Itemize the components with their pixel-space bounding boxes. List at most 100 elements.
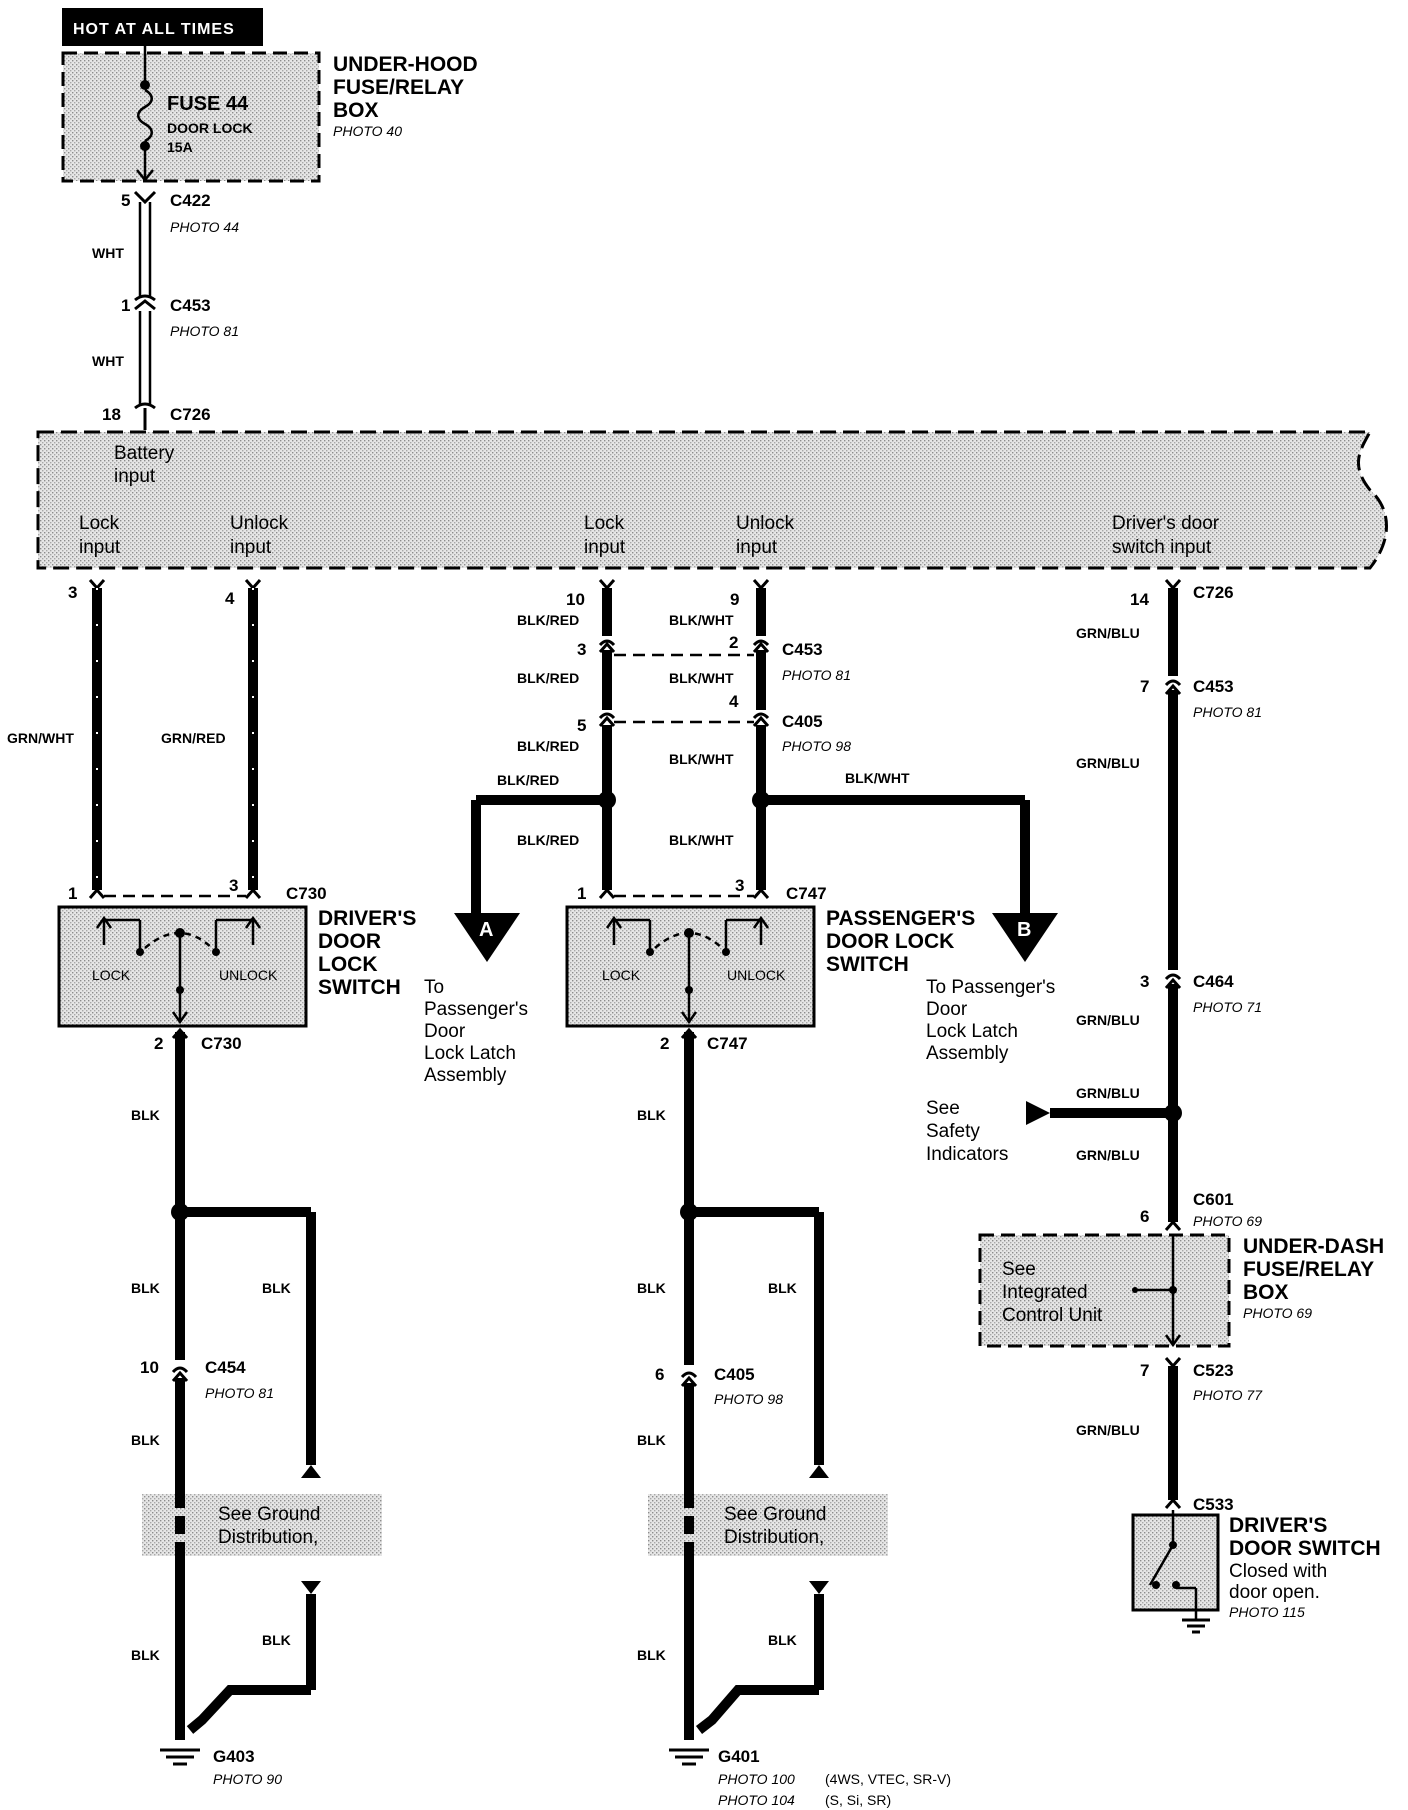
svg-text:BLK/RED: BLK/RED [497,772,559,788]
svg-text:BLK/WHT: BLK/WHT [669,832,734,848]
passenger-lock-wires [471,579,1030,915]
svg-text:PHOTO 40: PHOTO 40 [333,123,402,139]
connector-c454: C454 [205,1358,246,1377]
svg-text:3: 3 [577,640,586,659]
svg-text:BLK: BLK [262,1632,291,1648]
svg-text:2: 2 [154,1034,163,1053]
svg-text:15A: 15A [167,139,193,155]
svg-text:BOX: BOX [1243,1281,1289,1304]
svg-text:10: 10 [140,1358,159,1377]
hot-at-all-times-label: HOT AT ALL TIMES [62,8,263,46]
connector-c747-bottom: C747 [707,1034,748,1053]
connector-c405-top: C405 [782,712,823,731]
svg-text:See Ground: See Ground [218,1504,320,1525]
wht-feed-wire [133,190,157,430]
svg-text:DOOR SWITCH: DOOR SWITCH [1229,1537,1381,1560]
svg-text:4: 4 [729,692,739,711]
see-safety-indicators: See [926,1098,960,1119]
svg-text:PHOTO 71: PHOTO 71 [1193,999,1262,1015]
svg-text:18: 18 [102,405,121,424]
svg-text:2: 2 [729,633,738,652]
svg-text:LOCK: LOCK [318,953,378,976]
svg-text:(4WS, VTEC, SR-V): (4WS, VTEC, SR-V) [825,1771,951,1787]
svg-text:PHOTO 81: PHOTO 81 [782,667,851,683]
svg-text:Assembly: Assembly [424,1065,507,1086]
svg-text:PHOTO 44: PHOTO 44 [170,219,239,235]
svg-text:BOX: BOX [333,99,379,122]
connector-c453-passenger: C453 [782,640,823,659]
svg-text:PHOTO 81: PHOTO 81 [1193,704,1262,720]
svg-text:BLK/RED: BLK/RED [517,738,579,754]
svg-text:3: 3 [1140,972,1149,991]
svg-text:Lock Latch: Lock Latch [926,1021,1018,1042]
svg-text:7: 7 [1140,1361,1149,1380]
svg-text:FUSE/RELAY: FUSE/RELAY [1243,1258,1374,1281]
passenger-ground-wires [669,1027,829,1766]
note-to-passenger-latch-b: To Passenger's Door Lock Latch Assembly [926,977,1055,1064]
svg-text:GRN/BLU: GRN/BLU [1076,755,1140,771]
svg-text:PHOTO 115: PHOTO 115 [1229,1604,1305,1620]
svg-text:BLK/RED: BLK/RED [517,612,579,628]
svg-text:BLK: BLK [131,1432,160,1448]
door-switch-wires [1026,579,1182,1231]
svg-text:GRN/RED: GRN/RED [161,730,226,746]
connector-c523: C523 [1193,1361,1234,1380]
svg-text:LOCK: LOCK [602,967,641,983]
svg-text:PHOTO 90: PHOTO 90 [213,1771,282,1787]
svg-text:See Ground: See Ground [724,1504,826,1525]
driver-door-switch-title: DRIVER'S [1229,1514,1327,1537]
connector-arrow-b: B [992,913,1058,962]
svg-text:DOOR LOCK: DOOR LOCK [167,120,253,136]
svg-text:PHOTO 69: PHOTO 69 [1193,1213,1262,1229]
svg-text:14: 14 [1130,590,1149,609]
svg-text:PHOTO 98: PHOTO 98 [782,738,851,754]
ground-g403: G403 [213,1747,255,1766]
svg-text:4: 4 [225,589,235,608]
svg-text:BLK: BLK [131,1280,160,1296]
svg-text:3: 3 [229,876,238,895]
svg-text:BLK: BLK [637,1647,666,1663]
under-hood-fuse-box: FUSE 44 DOOR LOCK 15A [61,46,321,183]
fuse-box-title: UNDER-HOOD [333,53,478,76]
svg-text:1: 1 [577,884,586,903]
connector-arrow-a: A [454,913,520,962]
driver-switch-title: DRIVER'S [318,907,416,930]
svg-text:Distribution,: Distribution, [218,1527,318,1548]
svg-text:PHOTO 100: PHOTO 100 [718,1771,795,1787]
under-dash-fuse-box [978,1233,1231,1348]
svg-text:input: input [230,537,272,558]
svg-text:door open.: door open. [1229,1582,1320,1603]
svg-text:PHOTO 81: PHOTO 81 [170,323,239,339]
svg-text:Integrated: Integrated [1002,1282,1088,1303]
passenger-switch-title: PASSENGER'S [826,907,975,930]
connector-c453-door: C453 [1193,677,1234,696]
lock-input-label-driver: Lock [79,513,120,534]
svg-text:PHOTO 98: PHOTO 98 [714,1391,783,1407]
svg-text:BLK: BLK [768,1632,797,1648]
svg-text:SWITCH: SWITCH [826,953,909,976]
svg-text:UNLOCK: UNLOCK [219,967,278,983]
svg-text:WHT: WHT [92,353,124,369]
svg-text:BLK: BLK [262,1280,291,1296]
fuse-name: FUSE 44 [167,93,249,115]
svg-text:GRN/WHT: GRN/WHT [7,730,74,746]
note-to-passenger-latch-a: To Passenger's Door Lock Latch Assembly [424,977,528,1086]
svg-text:2: 2 [660,1034,669,1053]
connector-c601: C601 [1193,1190,1234,1209]
connector-c464: C464 [1193,972,1234,991]
svg-text:BLK/RED: BLK/RED [517,670,579,686]
svg-text:GRN/BLU: GRN/BLU [1076,625,1140,641]
svg-text:Closed with: Closed with [1229,1561,1327,1582]
svg-text:BLK/RED: BLK/RED [517,832,579,848]
svg-text:BLK: BLK [131,1107,160,1123]
svg-text:Assembly: Assembly [926,1043,1009,1064]
svg-text:To: To [424,977,444,998]
svg-text:Door: Door [926,999,968,1020]
connector-c405-bottom: C405 [714,1365,755,1384]
door-switch-input-label: Driver's door [1112,513,1220,534]
svg-text:5: 5 [121,191,130,210]
svg-text:BLK: BLK [637,1107,666,1123]
svg-text:To Passenger's: To Passenger's [926,977,1055,998]
driver-door-switch [1131,1510,1220,1634]
